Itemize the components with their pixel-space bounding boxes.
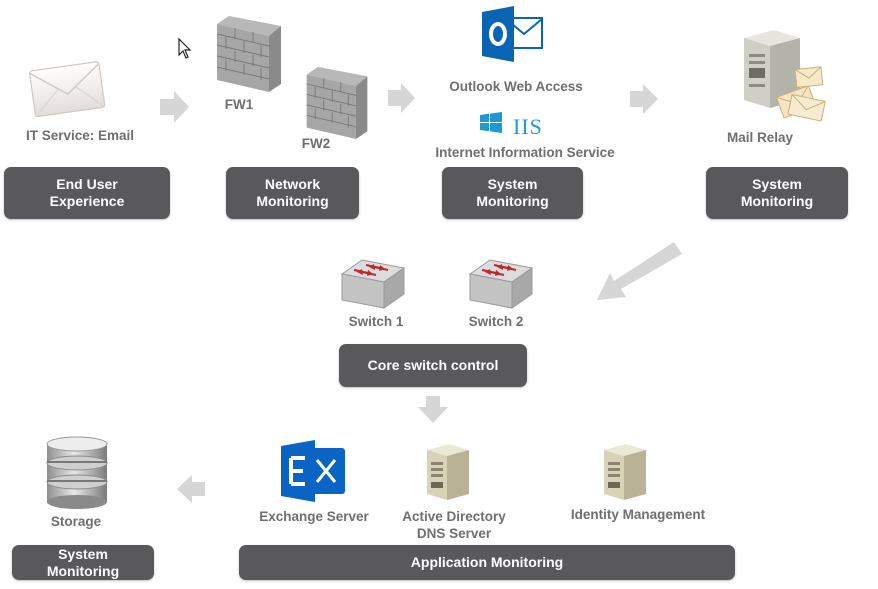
- stage-system-monitoring-storage: System Monitoring: [12, 545, 154, 580]
- mouse-cursor-icon: [178, 37, 192, 59]
- outlook-icon: [482, 6, 543, 62]
- stage-label: Network Monitoring: [256, 176, 329, 209]
- arrow-app-to-storage: [177, 475, 205, 503]
- email-label: IT Service: Email: [25, 128, 135, 143]
- stage-label: End User Experience: [49, 176, 125, 209]
- stage-label: System Monitoring: [46, 545, 120, 579]
- exchange-icon: [281, 440, 345, 502]
- stage-network-monitoring: Network Monitoring: [226, 167, 359, 219]
- arrow-switch-to-app: [418, 396, 448, 423]
- idm-label: Identity Management: [570, 507, 706, 522]
- arrow-fw-to-owa: [388, 83, 415, 113]
- iis-label: Internet Information Service: [435, 145, 615, 160]
- arrow-owa-to-relay: [630, 84, 658, 114]
- ad-dns-label: Active Directory DNS Server: [402, 509, 506, 541]
- stage-label: System Monitoring: [476, 176, 549, 209]
- switch1-label: Switch 1: [348, 314, 404, 329]
- server-tower-icon: [427, 444, 469, 500]
- stage-label: Application Monitoring: [410, 554, 564, 570]
- stage-core-switch-control: Core switch control: [339, 344, 527, 387]
- mail-relay-server-icon: [744, 30, 826, 122]
- windows-icon: [480, 112, 502, 133]
- owa-label: Outlook Web Access: [449, 79, 583, 94]
- firewall-icon: [306, 66, 368, 139]
- fw2-label: FW2: [301, 136, 331, 151]
- network-switch-icon: [468, 259, 534, 309]
- envelope-icon: [29, 61, 106, 118]
- arrow-email-to-fw: [160, 91, 189, 123]
- stage-application-monitoring: Application Monitoring: [239, 545, 735, 580]
- stage-system-monitoring-relay: System Monitoring: [706, 167, 848, 219]
- arrow-relay-to-switches: [597, 242, 682, 300]
- stage-label: System Monitoring: [740, 176, 814, 209]
- server-tower-icon: [604, 444, 646, 500]
- switch2-label: Switch 2: [468, 314, 524, 329]
- network-switch-icon: [340, 259, 406, 309]
- fw1-label: FW1: [224, 97, 254, 112]
- stage-end-user-experience: End User Experience: [4, 167, 170, 219]
- firewall-icon: [216, 16, 281, 92]
- iis-logo-text: IIS: [513, 114, 543, 139]
- storage-database-icon: [46, 436, 108, 509]
- storage-label: Storage: [50, 514, 102, 529]
- exchange-label: Exchange Server: [259, 509, 369, 524]
- stage-system-monitoring-web: System Monitoring: [442, 167, 583, 219]
- mail-relay-label: Mail Relay: [726, 130, 794, 145]
- stage-label: Core switch control: [367, 357, 499, 373]
